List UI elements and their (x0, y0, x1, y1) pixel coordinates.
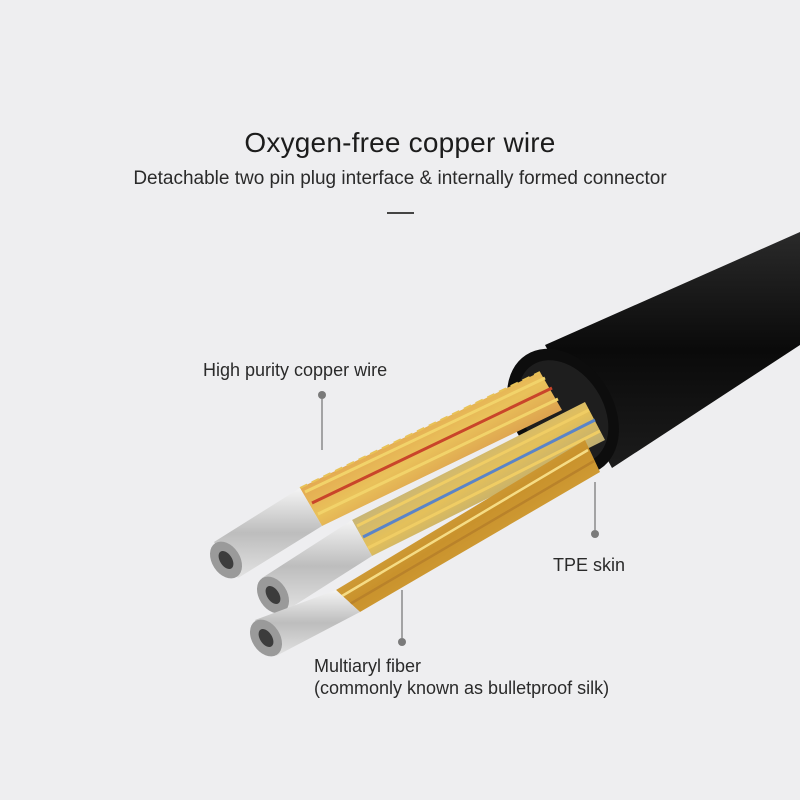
callout-fiber-line1: Multiaryl fiber (314, 656, 422, 676)
callout-tpe-skin: TPE skin (553, 555, 626, 575)
leader-copper (318, 391, 326, 450)
callout-multiaryl-fiber: Multiaryl fiber (commonly known as bulle… (314, 655, 609, 699)
leader-tpe (591, 482, 599, 538)
callout-fiber-line2: (commonly known as bulletproof silk) (314, 678, 610, 698)
copper-conductor-blue (352, 402, 605, 556)
conductor-tip-lower (249, 590, 360, 657)
conductor-tip-upper (209, 488, 322, 579)
page-title: Oxygen-free copper wire (244, 127, 556, 158)
multiaryl-fiber-bundle (336, 440, 600, 612)
title-divider (387, 212, 414, 214)
callout-copper-wire: High purity copper wire (203, 360, 388, 380)
leader-fiber (398, 590, 406, 646)
conductor-tip-middle (256, 520, 372, 614)
copper-conductor-red (299, 371, 562, 526)
page-subtitle: Detachable two pin plug interface & inte… (133, 168, 667, 189)
